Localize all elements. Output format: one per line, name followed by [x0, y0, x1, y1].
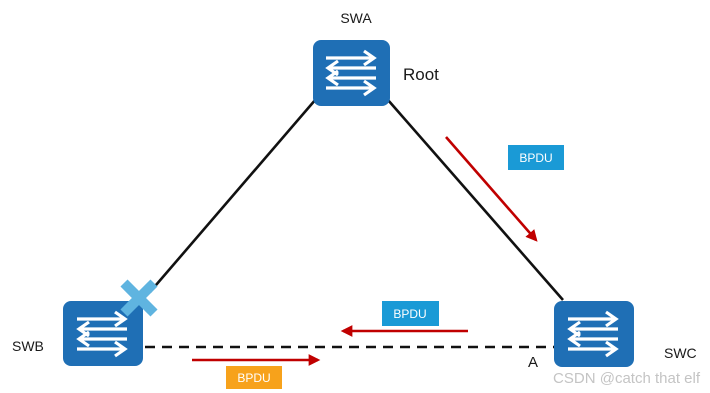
bpdu-badge-a-to-c: BPDU [508, 145, 564, 170]
bpdu-badge-c-to-b: BPDU [382, 301, 439, 326]
root-label: Root [403, 65, 439, 84]
bpdu-badge-label: BPDU [237, 371, 270, 385]
blocked-port-x-icon [120, 279, 158, 317]
switch-swc [554, 301, 634, 367]
bpdu-badge-label: BPDU [519, 151, 552, 165]
swb-label: SWB [12, 338, 44, 354]
bpdu-arrow-a-to-c [445, 136, 538, 242]
swc-label: SWC [664, 345, 697, 361]
switch-swc-body [554, 301, 634, 367]
bpdu-badge-label: BPDU [393, 307, 426, 321]
port-a-label: A [528, 354, 538, 371]
link-swa-swc [387, 99, 564, 301]
swa-label: SWA [340, 10, 372, 26]
link-swa-swb [149, 98, 317, 293]
watermark-text: CSDN @catch that elf [553, 370, 701, 387]
switch-swb [63, 301, 143, 366]
bpdu-badge-b-to-c: BPDU [226, 366, 282, 389]
switch-swa [313, 40, 390, 106]
switch-swa-body [313, 40, 390, 106]
